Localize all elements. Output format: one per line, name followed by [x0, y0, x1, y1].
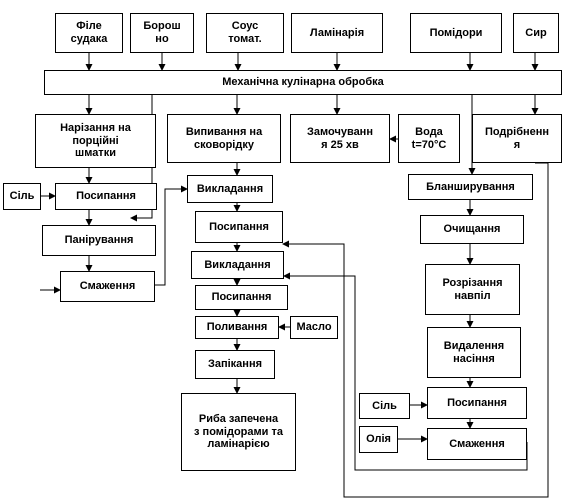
node-grating: Подрібненн я: [472, 114, 562, 163]
node-cheese: Сир: [513, 13, 559, 53]
node-oil: Олія: [359, 426, 398, 453]
node-soak: Замочуванн я 25 хв: [290, 114, 390, 163]
node-sprinkle-2: Посипання: [195, 285, 288, 310]
node-sauce: Соус томат.: [206, 13, 284, 53]
node-water: Вода t=70°C: [398, 114, 460, 163]
node-layout-1: Викладання: [187, 175, 273, 203]
node-laminaria: Ламінарія: [291, 13, 383, 53]
node-frying-tomato: Смаження: [427, 428, 527, 460]
node-salt-tomato: Сіль: [359, 393, 410, 419]
node-baking: Запікання: [195, 350, 275, 379]
node-salting-tomato: Посипання: [427, 387, 527, 419]
node-layout-2: Викладання: [191, 251, 284, 279]
node-salting-fish: Посипання: [55, 183, 157, 210]
node-seed-removal: Видалення насіння: [427, 327, 521, 378]
node-tomatoes: Помідори: [410, 13, 502, 53]
node-butter: Масло: [290, 316, 338, 339]
node-sprinkle-1: Посипання: [195, 211, 283, 243]
node-frying-fish: Смаження: [60, 271, 155, 302]
node-salt-fish: Сіль: [3, 183, 41, 210]
node-pouring: Поливання: [195, 316, 279, 339]
node-blanching: Бланширування: [408, 174, 533, 200]
node-breading: Панірування: [42, 225, 156, 256]
node-peeling: Очищання: [420, 215, 524, 244]
node-halving: Розрізання навпіл: [425, 264, 520, 315]
node-result: Риба запечена з помідорами та ламінарією: [181, 393, 296, 471]
node-flour: Борош но: [130, 13, 194, 53]
node-mechanical-processing: Механічна кулінарна обробка: [44, 70, 562, 95]
node-pour-pan: Випивання на сковорідку: [167, 114, 281, 163]
node-fillet: Філе судака: [55, 13, 123, 53]
node-cutting: Нарізання на порційні шматки: [35, 114, 156, 168]
